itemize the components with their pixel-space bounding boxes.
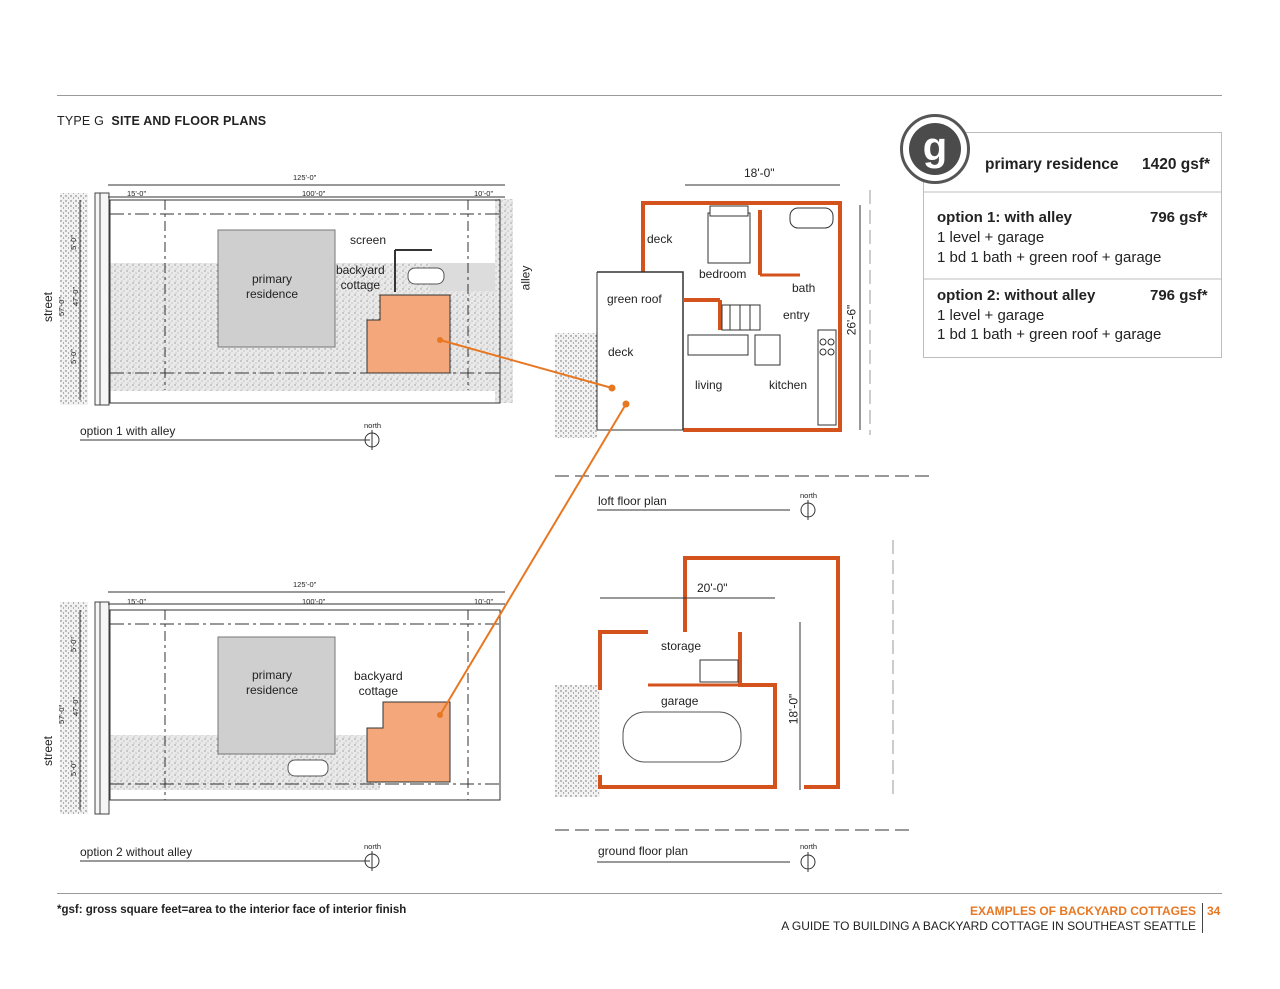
site2-dim-rear: 10'-0" — [474, 597, 494, 606]
loft-caption: loft floor plan — [598, 494, 667, 508]
loft-dim-depth: 26'-6" — [844, 304, 859, 336]
north-arrow-1 — [364, 430, 380, 450]
connector-lines — [437, 337, 630, 718]
site1-screen-label: screen — [350, 233, 387, 247]
ground-dim-width: 20'-0" — [697, 581, 728, 595]
gsf-footnote: *gsf: gross square feet=area to the inte… — [57, 904, 407, 916]
site1-dim-total: 125'-0" — [293, 173, 317, 182]
option2-gsf: 796 gsf* — [1150, 287, 1208, 304]
site2-backyard-cottage-label: backyard cottage — [354, 669, 403, 698]
logo-letter: g — [909, 123, 961, 175]
site-plan-option-2 — [60, 591, 505, 815]
loft-entry: entry — [783, 308, 810, 322]
site2-dim-total: 125'-0" — [293, 580, 317, 589]
option1-title: option 1: with alley — [937, 209, 1073, 226]
option1-line1: 1 level + garage — [937, 229, 1045, 246]
site1-alley-label: alley — [518, 265, 533, 291]
ground-storage: storage — [661, 639, 702, 653]
page-number: 34 — [1207, 904, 1221, 918]
ground-floor-plan — [555, 540, 915, 863]
site2-north-label: north — [364, 842, 382, 851]
type-label: TYPE G — [57, 114, 105, 128]
ground-north-label: north — [800, 842, 818, 851]
site1-backyard-cottage-label: backyard cottage — [336, 263, 385, 292]
north-arrow-4 — [800, 852, 816, 872]
site1-dim-mid: 100'-0" — [302, 189, 326, 198]
loft-deck: deck — [608, 345, 634, 359]
north-arrow-3 — [800, 500, 816, 520]
site2-caption: option 2 without alley — [80, 845, 193, 859]
loft-kitchen: kitchen — [769, 378, 808, 392]
ground-garage: garage — [661, 694, 699, 708]
primary-residence-gsf: 1420 gsf* — [1142, 156, 1211, 173]
guide-title: A GUIDE TO BUILDING A BACKYARD COTTAGE I… — [781, 919, 1196, 933]
loft-bedroom: bedroom — [699, 267, 747, 281]
site2-dim-mid: 100'-0" — [302, 597, 326, 606]
bottom-rule — [57, 893, 1222, 894]
site-plan-option-1 — [60, 184, 513, 406]
site1-side-dim-1: 5'-0" — [68, 235, 78, 250]
option1-line2: 1 bd 1 bath + green roof + garage — [937, 249, 1162, 266]
site1-north-label: north — [364, 421, 382, 430]
title-text: SITE AND FLOOR PLANS — [111, 114, 267, 128]
loft-floor-plan — [555, 184, 935, 511]
site1-street-label: street — [41, 291, 56, 323]
site1-dim-front: 15'-0" — [127, 189, 147, 198]
site2-street-label: street — [41, 735, 56, 767]
info-card — [923, 132, 1222, 358]
site2-primary-residence-label: primary residence — [246, 668, 299, 697]
section-title: EXAMPLES OF BACKYARD COTTAGES — [969, 904, 1196, 918]
north-arrow-2 — [364, 851, 380, 871]
site1-caption: option 1 with alley — [80, 424, 176, 438]
top-rule — [57, 95, 1222, 96]
site2-side-dim-2: 47'-0" — [71, 696, 81, 717]
site1-side-dim-2: 47'-0" — [71, 286, 81, 307]
page-title: TYPE G SITE AND FLOOR PLANS — [57, 114, 266, 128]
option2-line1: 1 level + garage — [937, 307, 1045, 324]
ground-caption: ground floor plan — [598, 844, 689, 858]
option2-line2: 1 bd 1 bath + green roof + garage — [937, 326, 1162, 343]
page-divider — [1202, 903, 1203, 933]
site2-side-dim-4: 5'-0" — [68, 761, 78, 776]
primary-residence-label: primary residence — [985, 156, 1119, 173]
site1-primary-residence-label: primary residence — [246, 272, 299, 301]
site1-side-dim-3: 57'-0" — [57, 296, 67, 317]
option1-gsf: 796 gsf* — [1150, 209, 1208, 226]
option2-title: option 2: without alley — [937, 287, 1096, 304]
loft-green-roof: green roof — [607, 292, 662, 306]
loft-living: living — [695, 378, 723, 392]
site1-side-dim-4: 5'-0" — [68, 349, 78, 364]
loft-dim-width: 18'-0" — [744, 166, 775, 180]
loft-bath: bath — [792, 281, 816, 295]
site1-dim-rear: 10'-0" — [474, 189, 494, 198]
loft-north-label: north — [800, 491, 818, 500]
type-g-logo: g — [900, 114, 970, 184]
loft-deck-top: deck — [647, 232, 673, 246]
site2-side-dim-3: 57'-0" — [57, 704, 67, 725]
site2-side-dim-1: 5'-0" — [68, 637, 78, 652]
ground-dim-depth: 18'-0" — [786, 693, 801, 725]
site2-dim-front: 15'-0" — [127, 597, 147, 606]
